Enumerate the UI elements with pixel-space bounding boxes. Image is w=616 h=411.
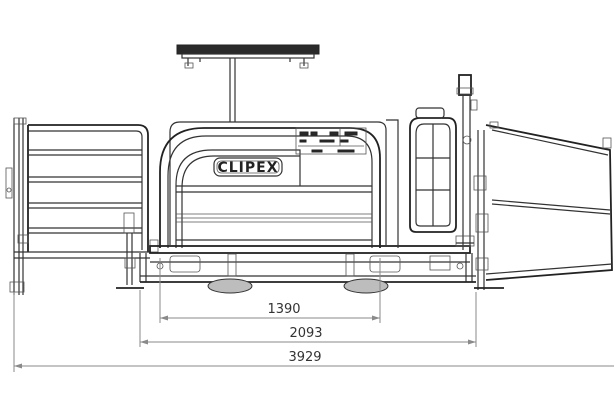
dimension-2093: 2093	[139, 290, 477, 347]
head-bail	[386, 74, 478, 250]
dimension-label-2093: 2093	[289, 326, 322, 341]
right-wheel	[343, 278, 389, 294]
left-gate	[5, 117, 150, 295]
dimension-1390: 1390	[159, 258, 381, 323]
dimension-3929: 3929	[13, 292, 614, 372]
crate-body: CLIPEX	[149, 121, 387, 253]
chassis	[139, 245, 476, 283]
control-panel	[295, 127, 367, 155]
clipex-logo-text: CLIPEX	[217, 160, 278, 176]
right-front-gate	[473, 121, 613, 290]
dimension-label-1390: 1390	[267, 302, 300, 317]
left-wheel	[207, 278, 253, 294]
dimension-label-3929: 3929	[288, 350, 321, 365]
logo-plate	[213, 157, 283, 177]
top-light-bar	[176, 44, 320, 122]
